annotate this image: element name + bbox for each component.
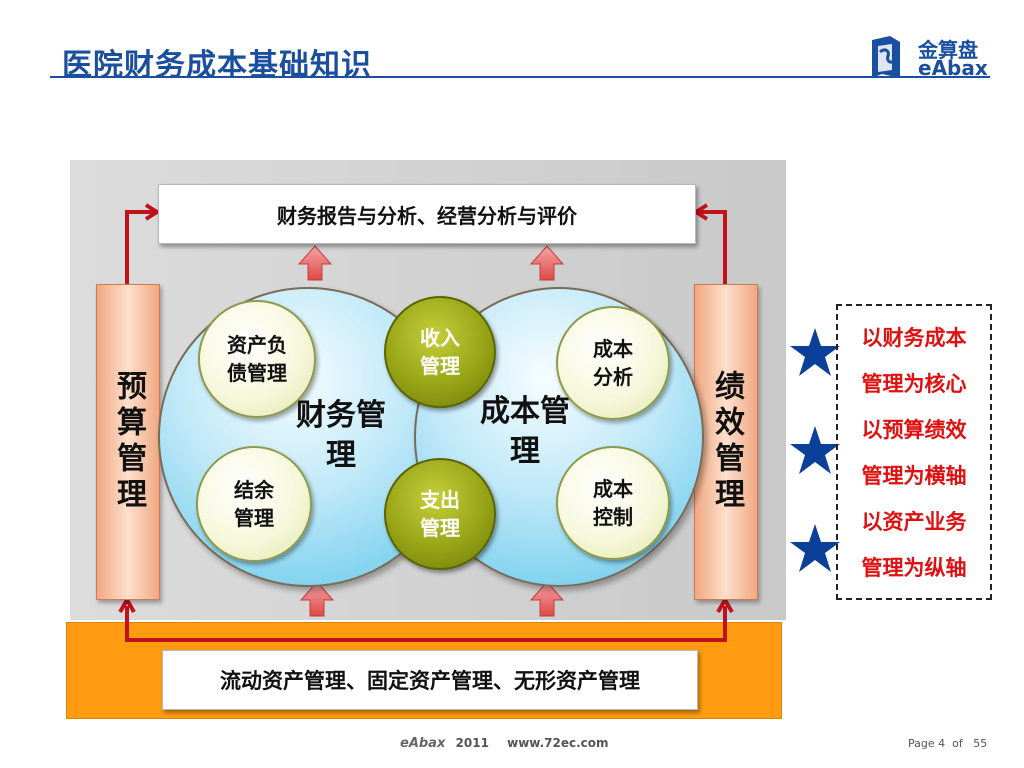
bottom-loop-arrow	[125, 606, 727, 642]
title-underline	[50, 76, 990, 78]
right-loop-arrow-head	[692, 203, 709, 221]
principle-line: 以资产业务	[861, 510, 967, 534]
principles-box: 以财务成本 管理为核心 以预算绩效 管理为横轴 以资产业务 管理为纵轴	[836, 304, 992, 600]
finance-management-label: 财务管理	[296, 398, 386, 473]
star-icon	[790, 328, 840, 376]
star-icon	[790, 524, 840, 572]
budget-management-label: 预算管理	[111, 370, 146, 514]
surplus-label: 结余管理	[234, 478, 274, 530]
principle-line: 管理为核心	[861, 372, 967, 396]
logo-text-en: eAbax	[918, 56, 988, 80]
asset-management-box: 流动资产管理、固定资产管理、无形资产管理	[162, 650, 698, 710]
star-icon	[790, 426, 840, 474]
bottom-right-arrow-head	[716, 596, 734, 614]
principle-line: 以预算绩效	[861, 418, 967, 442]
footer-brand: eAbax 2011 www.72ec.com	[400, 736, 609, 751]
income-management-label: 收入管理	[420, 326, 460, 378]
report-analysis-box: 财务报告与分析、经营分析与评价	[158, 184, 696, 244]
bottom-left-arrow-head	[118, 596, 136, 614]
footer-url: www.72ec.com	[507, 736, 609, 750]
surplus-circle: 结余管理	[196, 446, 312, 562]
up-arrow-top-left	[297, 245, 333, 281]
cost-analysis-label: 成本分析	[593, 337, 633, 389]
logo-text-cn: 金算盘	[918, 38, 978, 62]
up-arrow-top-right	[529, 245, 565, 281]
asset-liability-label: 资产负债管理	[227, 333, 287, 385]
star-icons	[790, 328, 840, 572]
left-loop-arrow-head	[144, 203, 161, 221]
eabax-logo-icon	[872, 36, 900, 78]
asset-liability-circle: 资产负债管理	[198, 300, 316, 418]
cost-control-circle: 成本控制	[556, 446, 670, 560]
up-arrow-bottom-left	[299, 581, 335, 617]
up-arrow-bottom-right	[529, 581, 565, 617]
expense-management-label: 支出管理	[420, 488, 460, 540]
budget-management-pillar: 预算管理	[96, 284, 160, 600]
cost-management-label: 成本管理	[480, 394, 570, 469]
left-loop-arrow	[125, 210, 154, 284]
page-number: Page 4 of 55	[908, 737, 988, 750]
performance-management-pillar: 绩效管理	[694, 284, 758, 600]
cost-control-label: 成本控制	[593, 477, 633, 529]
performance-management-label: 绩效管理	[709, 370, 744, 514]
expense-management-circle: 支出管理	[384, 458, 496, 570]
footer-logo: eAbax	[400, 736, 446, 751]
footer-year: 2011	[455, 736, 489, 750]
income-management-circle: 收入管理	[384, 296, 496, 408]
cost-analysis-circle: 成本分析	[556, 306, 670, 420]
right-loop-arrow	[699, 210, 727, 284]
principle-line: 以财务成本	[861, 326, 967, 350]
principle-line: 管理为纵轴	[861, 556, 967, 580]
principle-line: 管理为横轴	[861, 464, 967, 488]
